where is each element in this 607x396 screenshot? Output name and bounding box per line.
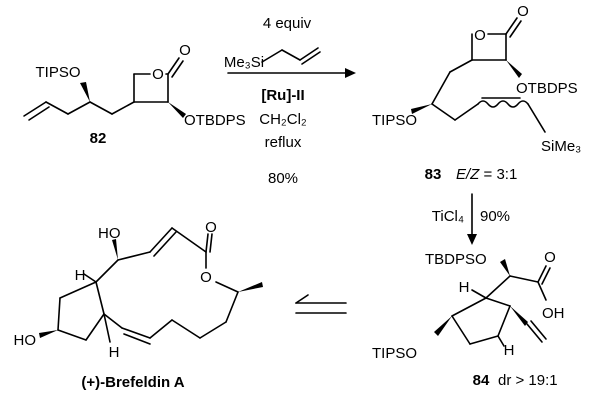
condition-label: reflux xyxy=(265,134,302,151)
compound-84-carbonyl-o: O xyxy=(544,249,556,266)
brefeldin-h2: H xyxy=(109,344,120,361)
compound-82-otips: TIPSO xyxy=(35,64,80,81)
compound-84-h2: H xyxy=(504,342,515,359)
compound-83-ring-o: O xyxy=(474,27,486,44)
brefeldin-name: (+)-Brefeldin A xyxy=(81,374,184,391)
compound-84-h1: H xyxy=(459,279,470,296)
brefeldin-carbonyl-o: O xyxy=(205,219,217,236)
brefeldin-h1: H xyxy=(75,267,86,284)
compound-84-structure xyxy=(434,259,551,347)
brefeldin-ho-top: HO xyxy=(98,225,121,242)
brefeldin-ho-left: HO xyxy=(14,332,37,349)
compound-84-oh: OH xyxy=(542,305,565,322)
compound-82-number: 82 xyxy=(90,130,107,147)
compound-83-carbonyl-o: O xyxy=(517,3,529,20)
compound-83-otips: TIPSO xyxy=(372,112,417,129)
compound-83-otbdps: OTBDPS xyxy=(516,80,578,97)
compound-82-structure xyxy=(23,57,186,121)
compound-84-otbdps: TBDPSO xyxy=(425,251,487,268)
compound-83-sime3: SiMe₃ xyxy=(541,138,581,155)
ratio-value: = 3:1 xyxy=(484,166,518,183)
compound-83-structure xyxy=(411,17,546,133)
solvent-label: CH₂Cl₂ xyxy=(259,111,307,128)
yield-2: 90% xyxy=(480,208,510,225)
ratio-label: E/Z xyxy=(456,166,480,183)
compound-82-ring-o: O xyxy=(152,66,164,83)
catalyst-label: [Ru]-II xyxy=(261,87,304,104)
brefeldin-ring-o: O xyxy=(200,269,212,286)
retro-arrow xyxy=(295,294,347,314)
yield-1: 80% xyxy=(268,170,298,187)
reagent-silane: Me₃Si xyxy=(224,54,264,71)
compound-82-otbdps: OTBDPS xyxy=(184,112,246,129)
reagent-ticl4: TiCl₄ xyxy=(432,208,464,225)
compound-84-otips: TIPSO xyxy=(372,345,417,362)
brefeldin-a-structure xyxy=(39,227,263,345)
reagent-equiv: 4 equiv xyxy=(263,15,312,32)
reaction-arrow-2 xyxy=(467,193,477,245)
compound-84-number: 84 xyxy=(473,372,490,389)
reaction-arrow-1 xyxy=(227,68,356,78)
compound-82-carbonyl-o: O xyxy=(179,42,191,59)
compound-84-dr: dr > 19:1 xyxy=(498,372,558,389)
allyl-silane-bonds xyxy=(261,47,321,65)
compound-83-number: 83 xyxy=(425,166,442,183)
compound-83-ratio: E/Z = 3:1 xyxy=(456,166,517,183)
